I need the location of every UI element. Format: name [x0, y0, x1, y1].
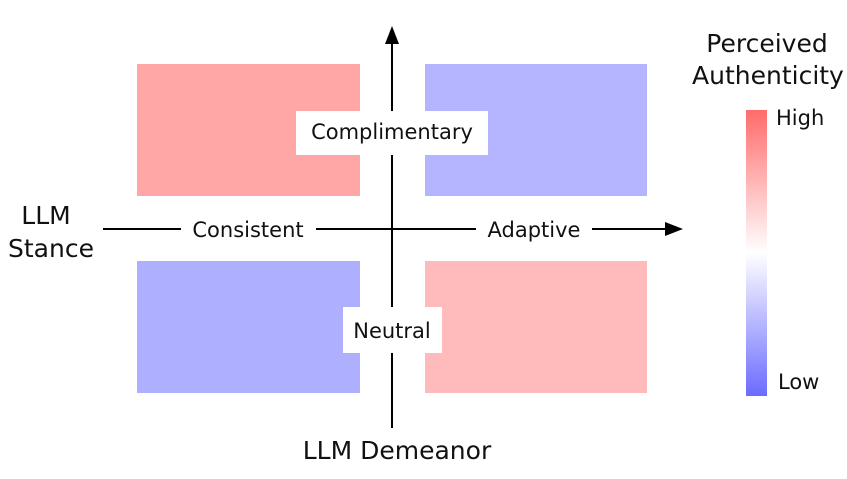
label-box-consistent — [181, 212, 316, 246]
x-axis-title-line2: Stance — [8, 234, 94, 263]
quadrant-consistent-neutral — [137, 261, 360, 393]
y-axis-arrowhead — [385, 26, 399, 44]
legend-title-line1: Perceived — [706, 29, 828, 58]
y-axis-top-label: Complimentary — [311, 120, 473, 144]
quadrant-adaptive-neutral — [425, 261, 647, 393]
label-box-demeanor — [296, 428, 494, 468]
colorbar — [746, 110, 767, 396]
x-axis-title-line1: LLM — [21, 201, 70, 230]
legend-title-line2: Authenticity — [692, 61, 844, 90]
x-axis-right-label: Adaptive — [488, 218, 581, 242]
y-axis-title: LLM Demeanor — [303, 436, 492, 465]
label-box-complimentary — [296, 111, 488, 155]
colorbar-high-label: High — [776, 106, 825, 130]
y-axis-bottom-label: Neutral — [353, 319, 431, 343]
legend-title: Perceived Authenticity — [692, 28, 844, 92]
x-axis-arrowhead — [665, 222, 683, 236]
colorbar-low-label: Low — [778, 370, 820, 394]
label-box-adaptive — [476, 212, 592, 246]
x-axis-left-label: Consistent — [192, 218, 303, 242]
label-box-neutral — [343, 307, 442, 353]
